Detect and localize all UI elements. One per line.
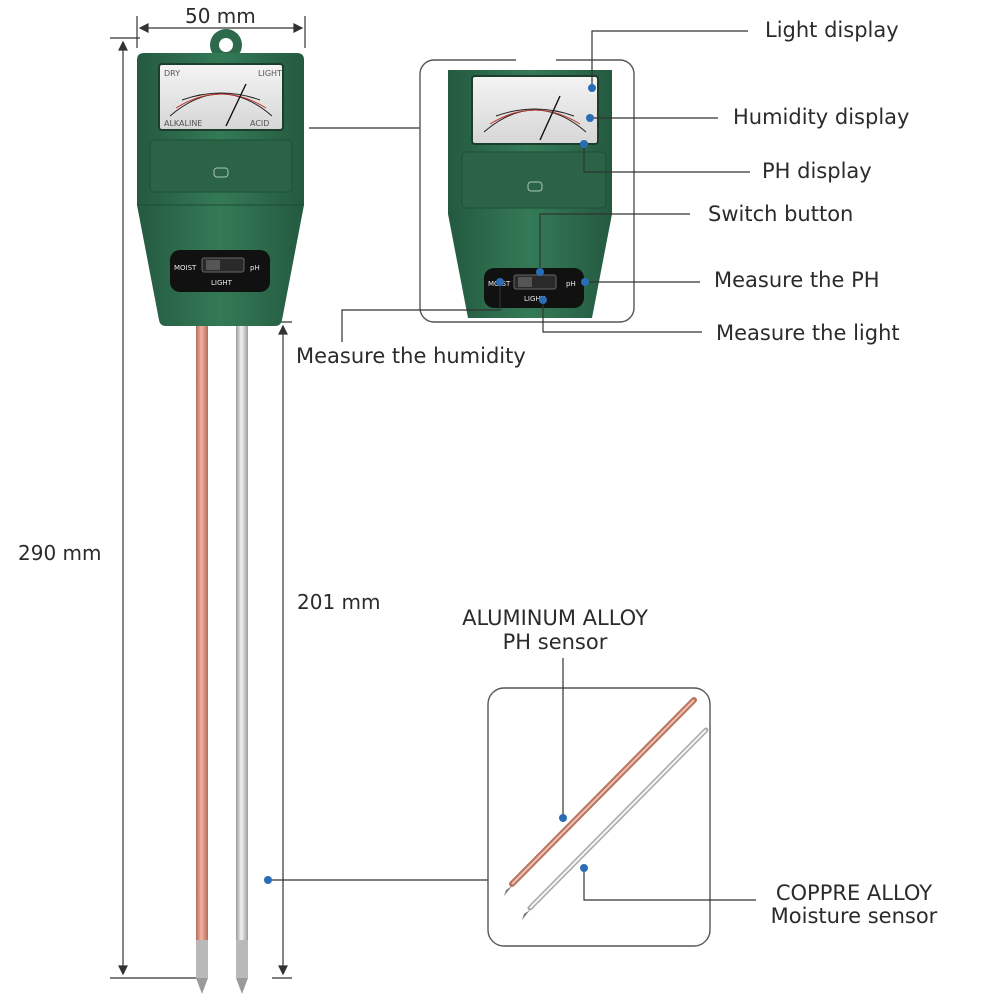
meter-dial: [158, 63, 284, 131]
svg-text:DRY: DRY: [164, 69, 180, 78]
callout-humidity-display: Humidity display: [733, 105, 910, 129]
moisture-sensor-label: Moisture sensor: [770, 904, 938, 928]
switch-label-moist: MOIST: [174, 264, 197, 272]
callout-measure-light: Measure the light: [716, 321, 900, 345]
zoom-inset: MOIST pH LIGHT: [419, 56, 635, 323]
callout-switch-button: Switch button: [708, 202, 854, 226]
svg-text:LIGHT: LIGHT: [524, 295, 546, 303]
sensor-inset: [487, 658, 756, 947]
switch-label-light: LIGHT: [211, 279, 233, 287]
probes: [196, 322, 248, 994]
svg-text:pH: pH: [566, 280, 576, 288]
aluminum-probe: [236, 322, 248, 942]
probe-length-label: 201 mm: [297, 590, 381, 614]
callout-measure-humidity: Measure the humidity: [296, 344, 526, 368]
callout-measure-ph: Measure the PH: [714, 268, 880, 292]
dimension-lines: [110, 16, 306, 979]
switch-label-ph: pH: [250, 264, 260, 272]
marker-dots: [264, 84, 596, 884]
ph-sensor-material-label: ALUMINUM ALLOY: [462, 606, 648, 630]
callout-ph-display: PH display: [762, 159, 872, 183]
svg-text:LIGHT: LIGHT: [258, 69, 282, 78]
svg-text:ACID: ACID: [250, 119, 269, 128]
width-dimension-label: 50 mm: [185, 4, 256, 28]
ph-sensor-label: PH sensor: [502, 630, 608, 654]
copper-probe: [196, 322, 208, 942]
meter-body: DRY LIGHT ALKALINE ACID MOIST pH LIGHT: [137, 29, 304, 326]
callout-light-display: Light display: [765, 18, 899, 42]
svg-text:ALKALINE: ALKALINE: [164, 119, 202, 128]
moisture-sensor-material-label: COPPRE ALLOY: [775, 881, 933, 905]
leader-lines: [268, 30, 750, 881]
total-length-label: 290 mm: [18, 541, 102, 565]
